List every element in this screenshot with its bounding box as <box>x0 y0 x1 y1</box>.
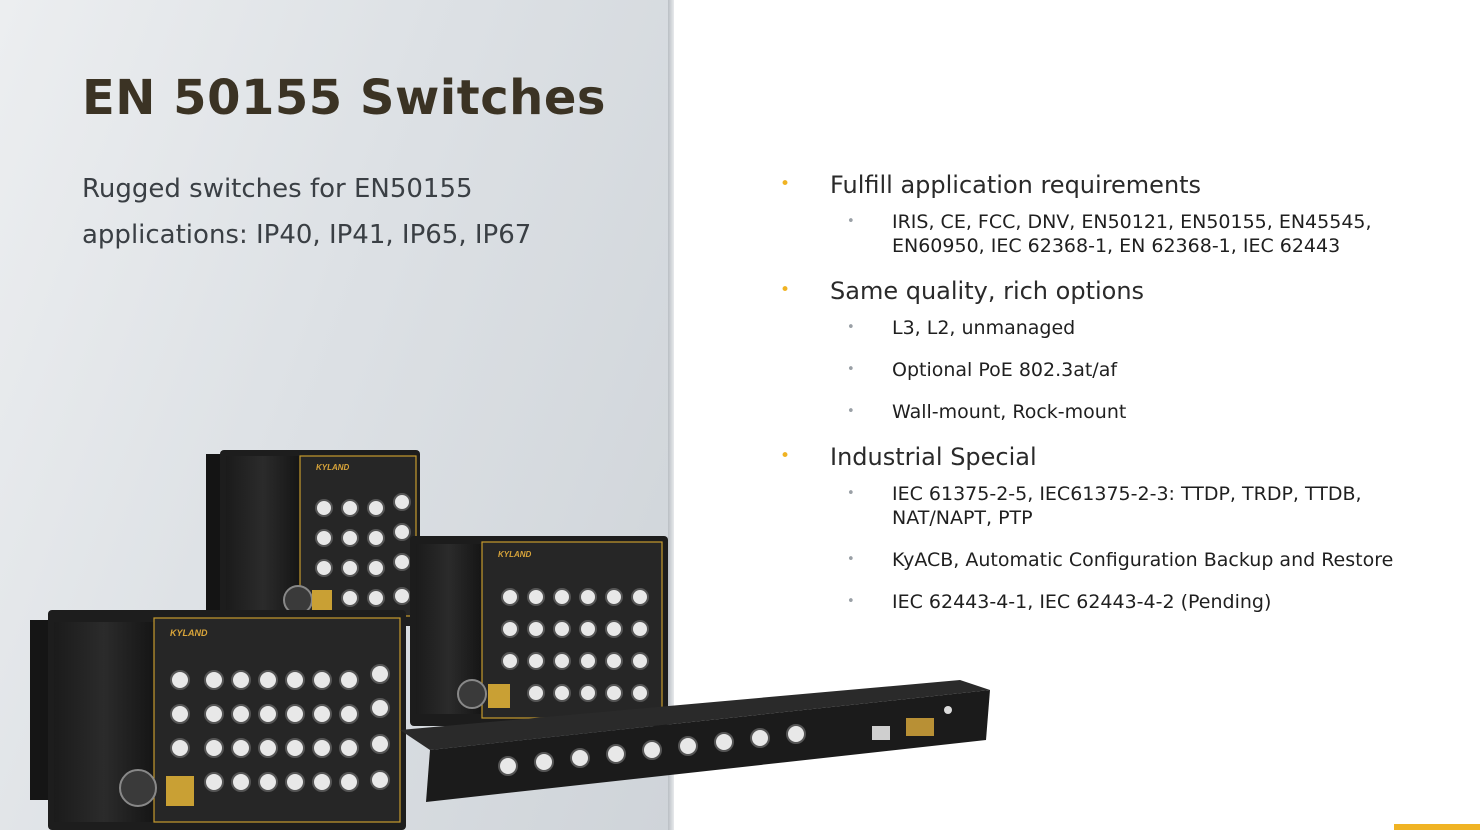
corner-accent-bar <box>1394 824 1480 830</box>
product-image: KYLAND KYLAND KYLAND <box>30 450 990 830</box>
bullet-item: • Industrial Special • IEC 61375-2-5, IEC… <box>770 442 1460 614</box>
sub-bullet-text: Wall-mount, Rock-mount <box>892 401 1127 423</box>
sub-bullet-item: • Wall-mount, Rock-mount <box>830 400 1460 424</box>
sub-bullet-item: • IEC 62443-4-1, IEC 62443-4-2 (Pending) <box>830 590 1460 614</box>
sub-bullet-item: • IEC 61375-2-5, IEC61375-2-3: TTDP, TRDP… <box>830 482 1460 530</box>
panel-divider <box>668 0 674 830</box>
sub-bullet-item: • Optional PoE 802.3at/af <box>830 358 1460 382</box>
brand-logo: KYLAND <box>498 550 532 559</box>
brand-logo: KYLAND <box>170 628 208 638</box>
sub-bullet-item: • L3, L2, unmanaged <box>830 316 1460 340</box>
sub-bullet-dot-icon: • <box>847 214 855 229</box>
bullet-item: • Same quality, rich options • L3, L2, un… <box>770 276 1460 424</box>
switch-ports <box>170 664 390 792</box>
sub-bullet-dot-icon: • <box>847 362 855 377</box>
sub-bullet-dot-icon: • <box>847 594 855 609</box>
sub-bullet-list: • L3, L2, unmanaged • Optional PoE 802.3at… <box>830 316 1460 424</box>
switch-unit-front: KYLAND <box>30 610 406 830</box>
bullet-list: • Fulfill application requirements • IRIS… <box>770 170 1460 632</box>
switch-unit-rack <box>400 680 990 802</box>
sub-bullet-dot-icon: • <box>847 552 855 567</box>
sub-bullet-text: IEC 62443-4-1, IEC 62443-4-2 (Pending) <box>892 591 1272 613</box>
bullet-item: • Fulfill application requirements • IRIS… <box>770 170 1460 258</box>
bullet-dot-icon: • <box>780 446 791 466</box>
sub-bullet-text: IEC 61375-2-5, IEC61375-2-3: TTDP, TRDP,… <box>892 483 1362 529</box>
switch-ports <box>498 724 806 776</box>
sub-bullet-dot-icon: • <box>847 486 855 501</box>
sub-bullet-dot-icon: • <box>847 320 855 335</box>
bullet-label: Industrial Special <box>830 443 1037 471</box>
switch-unit-back: KYLAND <box>206 450 420 634</box>
bullet-dot-icon: • <box>780 174 791 194</box>
slide-title: EN 50155 Switches <box>82 70 606 126</box>
bullet-label: Same quality, rich options <box>830 277 1145 305</box>
sub-bullet-text: KyACB, Automatic Configuration Backup an… <box>892 549 1394 571</box>
bullet-dot-icon: • <box>780 280 791 300</box>
sub-bullet-dot-icon: • <box>847 404 855 419</box>
slide-subtitle: Rugged switches for EN50155 applications… <box>82 174 532 250</box>
switch-unit-middle: KYLAND <box>410 536 668 726</box>
brand-logo: KYLAND <box>316 463 350 472</box>
sub-bullet-text: L3, L2, unmanaged <box>892 317 1076 339</box>
switch-ports <box>315 493 411 607</box>
sub-bullet-list: • IEC 61375-2-5, IEC61375-2-3: TTDP, TRDP… <box>830 482 1460 614</box>
sub-bullet-text: Optional PoE 802.3at/af <box>892 359 1118 381</box>
sub-bullet-item: • IRIS, CE, FCC, DNV, EN50121, EN50155, E… <box>830 210 1460 258</box>
bullet-label: Fulfill application requirements <box>830 171 1202 199</box>
sub-bullet-list: • IRIS, CE, FCC, DNV, EN50121, EN50155, E… <box>830 210 1460 258</box>
sub-bullet-text: IRIS, CE, FCC, DNV, EN50121, EN50155, EN… <box>892 211 1372 257</box>
sub-bullet-item: • KyACB, Automatic Configuration Backup a… <box>830 548 1460 572</box>
switch-ports <box>501 588 649 702</box>
